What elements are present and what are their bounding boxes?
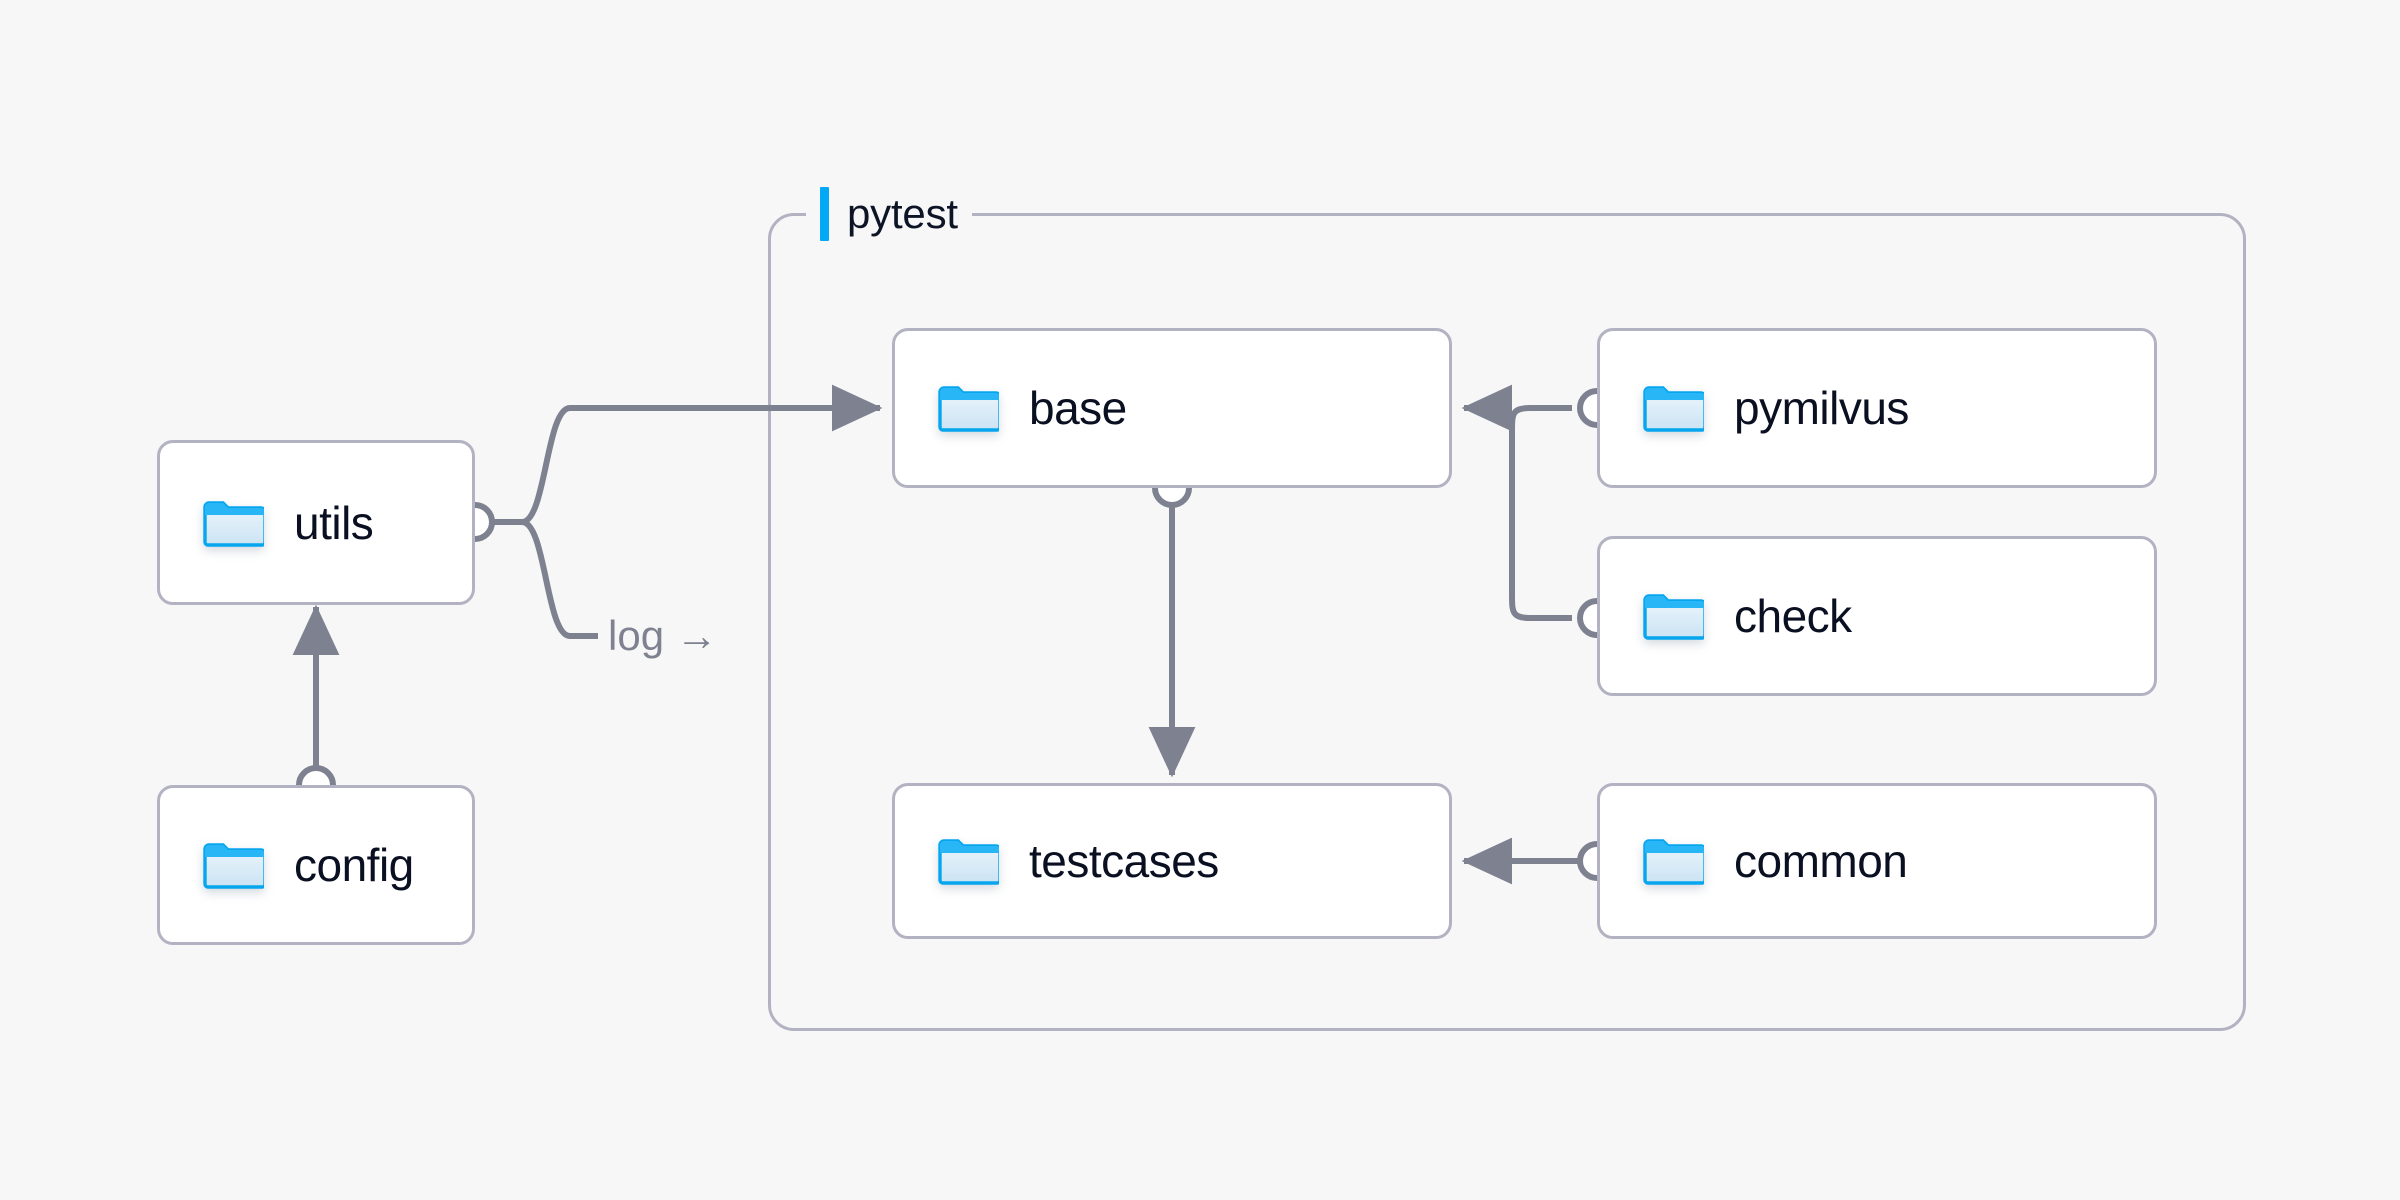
node-utils[interactable]: utils (157, 440, 475, 605)
node-config-label: config (294, 839, 414, 891)
node-base-label: base (1029, 382, 1127, 434)
folder-icon (937, 383, 999, 433)
node-pymilvus-label: pymilvus (1734, 382, 1909, 434)
node-testcases-label: testcases (1029, 835, 1219, 887)
folder-icon (1642, 383, 1704, 433)
node-check-label: check (1734, 590, 1852, 642)
folder-icon (202, 840, 264, 890)
folder-icon (202, 498, 264, 548)
edge-label-log-text: log (608, 612, 665, 659)
node-common[interactable]: common (1597, 783, 2157, 939)
pytest-group-container (768, 213, 2246, 1031)
arrow-right-icon: → (675, 612, 718, 659)
node-pymilvus[interactable]: pymilvus (1597, 328, 2157, 488)
folder-icon (1642, 836, 1704, 886)
node-utils-label: utils (294, 496, 374, 549)
accent-bar-icon (820, 187, 829, 241)
pytest-group-label-text: pytest (847, 190, 958, 237)
edge-config-to-utils (292, 604, 340, 805)
pytest-group-label: pytest (806, 186, 972, 242)
node-base[interactable]: base (892, 328, 1452, 488)
node-common-label: common (1734, 835, 1908, 887)
node-testcases[interactable]: testcases (892, 783, 1452, 939)
edge-label-log: log → (598, 612, 728, 660)
node-check[interactable]: check (1597, 536, 2157, 696)
folder-icon (1642, 591, 1704, 641)
folder-icon (937, 836, 999, 886)
node-config[interactable]: config (157, 785, 475, 945)
